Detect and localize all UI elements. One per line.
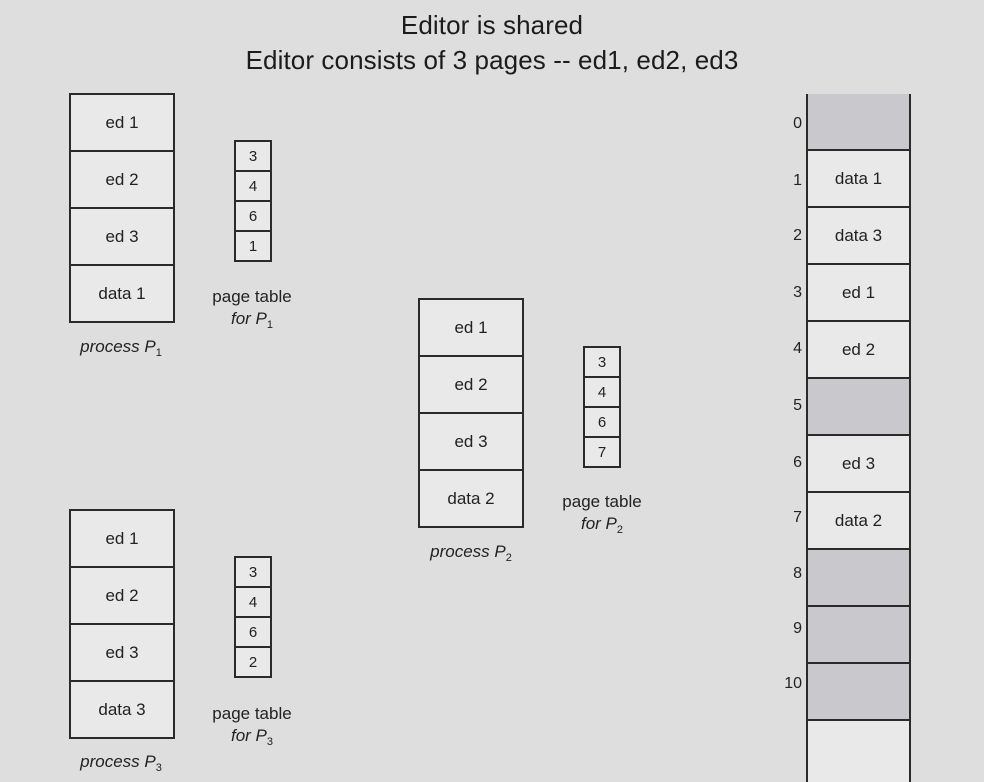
frame-3: ed 1	[808, 265, 909, 322]
p3-page-3: data 3	[98, 699, 146, 719]
pt3-entry-0: 3	[236, 558, 270, 588]
page-table-p3-label: page table for P3	[212, 704, 292, 748]
frame-number-9: 9	[793, 620, 802, 637]
process-p1-label: process P1	[80, 337, 162, 359]
process-p2-label: process P2	[430, 542, 512, 564]
frame-number-0: 0	[793, 115, 802, 132]
frame-number-4: 4	[793, 340, 802, 357]
frame-number-10: 10	[784, 675, 802, 692]
pt2-entry-2: 6	[585, 408, 619, 438]
process-p3-box: ed 1 ed 2 ed 3 data 3	[69, 509, 175, 739]
frame-number-2: 2	[793, 227, 802, 244]
process-p1-box: ed 1 ed 2 ed 3 data 1	[69, 93, 175, 323]
p2-page-1: ed 2	[420, 357, 522, 414]
frame-2: data 3	[808, 208, 909, 265]
p1-page-1: ed 2	[71, 152, 173, 209]
page-table-p2-label: page table for P2	[562, 492, 642, 536]
pt3-entry-3: 2	[248, 653, 258, 671]
frame-7: data 2	[808, 493, 909, 550]
p1-page-2: ed 3	[71, 209, 173, 266]
pt3-entry-2: 6	[236, 618, 270, 648]
frame-5	[808, 379, 909, 436]
pt1-entry-0: 3	[236, 142, 270, 172]
pt3-entry-1: 4	[236, 588, 270, 618]
physical-memory: data 1 data 3 ed 1 ed 2 ed 3 data 2	[806, 94, 911, 782]
frame-0	[808, 94, 909, 151]
frame-number-3: 3	[793, 284, 802, 301]
page-table-p3: 3 4 6 2	[234, 556, 272, 678]
p1-page-3: data 1	[98, 283, 146, 303]
frame-4: ed 2	[808, 322, 909, 379]
frame-6: ed 3	[808, 436, 909, 493]
page-table-p1-label: page table for P1	[212, 287, 292, 331]
page-table-p1: 3 4 6 1	[234, 140, 272, 262]
frame-number-7: 7	[793, 509, 802, 526]
p3-page-2: ed 3	[71, 625, 173, 682]
pt2-entry-1: 4	[585, 378, 619, 408]
frame-8	[808, 550, 909, 607]
process-p2-box: ed 1 ed 2 ed 3 data 2	[418, 298, 524, 528]
p1-page-0: ed 1	[71, 95, 173, 152]
frame-number-6: 6	[793, 454, 802, 471]
frame-number-5: 5	[793, 397, 802, 414]
frame-number-1: 1	[793, 172, 802, 189]
frame-number-8: 8	[793, 565, 802, 582]
p2-page-3: data 2	[447, 488, 495, 508]
frame-10	[808, 664, 909, 721]
diagram-title: Editor is shared	[400, 10, 584, 40]
p2-page-0: ed 1	[420, 300, 522, 357]
frame-overflow	[808, 721, 909, 782]
process-p3-label: process P3	[80, 752, 162, 774]
pt1-entry-1: 4	[236, 172, 270, 202]
pt1-entry-2: 6	[236, 202, 270, 232]
pt2-entry-3: 7	[597, 443, 607, 461]
p2-page-2: ed 3	[420, 414, 522, 471]
diagram-subtitle: Editor consists of 3 pages -- ed1, ed2, …	[245, 45, 739, 75]
pt1-entry-3: 1	[248, 237, 258, 255]
p3-page-0: ed 1	[71, 511, 173, 568]
pt2-entry-0: 3	[585, 348, 619, 378]
frame-9	[808, 607, 909, 664]
p3-page-1: ed 2	[71, 568, 173, 625]
page-table-p2: 3 4 6 7	[583, 346, 621, 468]
frame-1: data 1	[808, 151, 909, 208]
